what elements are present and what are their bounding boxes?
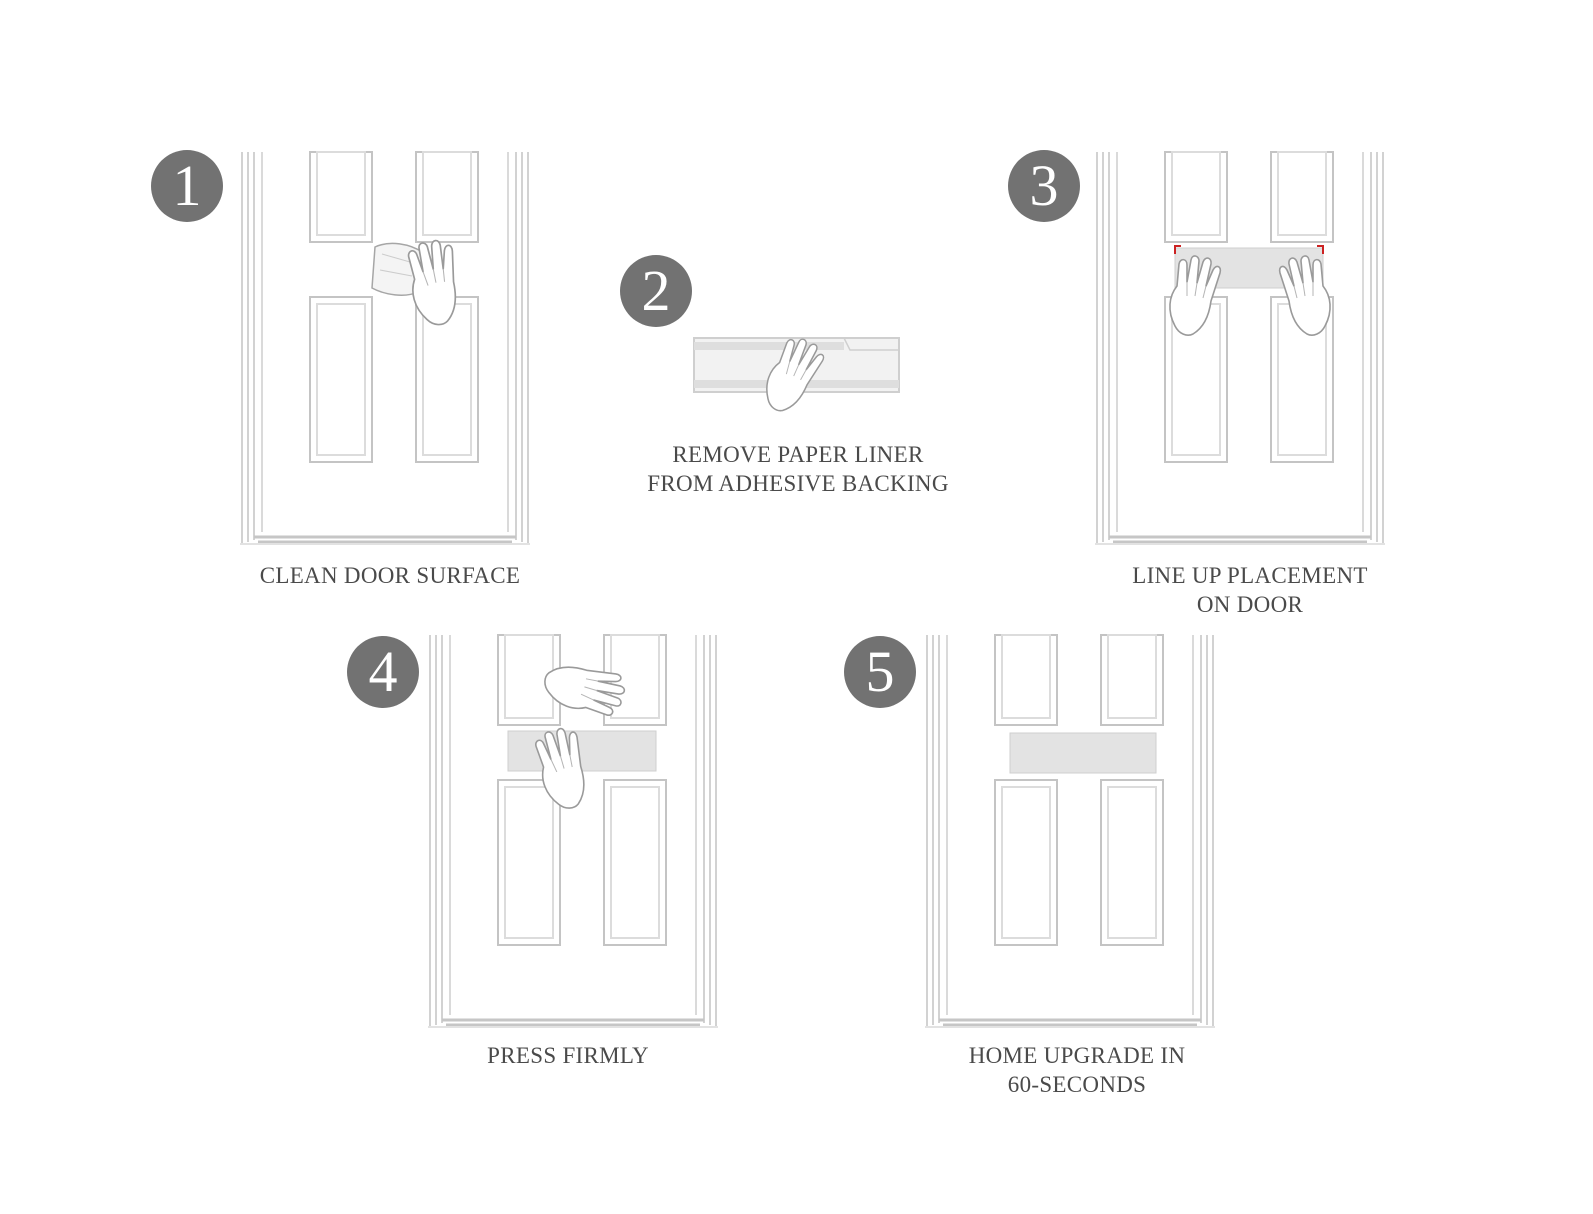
step-3-caption: LINE UP PLACEMENT ON DOOR — [1132, 563, 1368, 617]
adhered-strip — [507, 730, 657, 772]
step-3-door-illustration — [1093, 150, 1387, 546]
step-5-number-badge: 5 — [844, 636, 916, 708]
step-2-number-badge: 2 — [620, 255, 692, 327]
step-4-number-badge: 4 — [347, 636, 419, 708]
step-1-door-illustration — [238, 150, 532, 546]
step-5-caption: HOME UPGRADE IN 60-SECONDS — [968, 1043, 1186, 1097]
step-4-door-illustration — [426, 633, 720, 1029]
finished-strip — [1009, 732, 1157, 774]
step-4-caption: PRESS FIRMLY — [487, 1043, 649, 1068]
step-2-caption: REMOVE PAPER LINER FROM ADHESIVE BACKING — [647, 442, 949, 496]
step-3-number-badge: 3 — [1008, 150, 1080, 222]
placement-marks — [1174, 245, 1324, 254]
step-1-number-badge: 1 — [151, 150, 223, 222]
step-2-adhesive-strip-illustration — [693, 332, 900, 420]
step-5-door-illustration — [923, 633, 1217, 1029]
step-1-caption: CLEAN DOOR SURFACE — [259, 563, 521, 588]
